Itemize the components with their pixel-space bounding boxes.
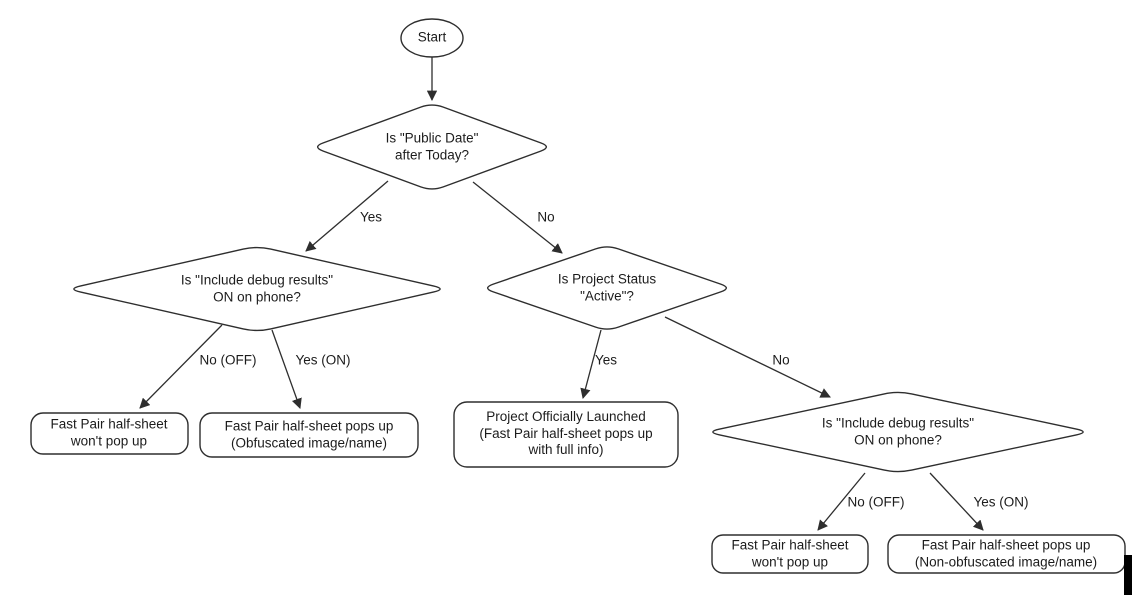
decision-debug-right-label: Is "Include debug results" ON on phone? [821,415,975,447]
outcome-obfuscated-shape [199,412,419,458]
outcome-no-popup-left-shape [30,412,189,455]
start-terminator-shape [400,18,464,58]
edge-debug-right-no [817,472,866,531]
decision-debug-right-shape [712,391,1084,473]
decision-public-date-label: Is "Public Date" after Today? [385,130,479,162]
decision-project-status-label: Is Project Status "Active"? [557,271,657,303]
edge-public-date-no [472,181,563,254]
outcome-no-popup-right-label: Fast Pair half-sheet won't pop up [731,537,849,569]
outcome-launched-label: Project Officially Launched (Fast Pair h… [479,408,653,458]
edge-label-debug-left-yes: Yes (ON) [295,352,351,368]
outcome-no-popup-right-shape [711,534,869,574]
edge-label-project-status-yes: Yes [594,352,618,368]
edge-label-debug-right-yes: Yes (ON) [973,494,1029,510]
edge-project-status-no [664,316,831,398]
outcome-launched-shape [453,401,679,468]
outcome-non-obfuscated-label: Fast Pair half-sheet pops up (Non-obfusc… [914,537,1098,569]
outcome-obfuscated-label: Fast Pair half-sheet pops up (Obfuscated… [224,418,394,450]
edge-public-date-yes [305,180,389,252]
outcome-non-obfuscated-shape [887,534,1126,574]
edge-label-public-date-no: No [537,209,555,225]
text-cursor [1124,555,1132,595]
decision-debug-left-shape [73,246,441,332]
edge-debug-left-yes [271,329,302,409]
edge-label-debug-right-no: No (OFF) [847,494,905,510]
edge-label-project-status-no: No [772,352,790,368]
edge-project-status-yes [580,329,602,400]
outcome-no-popup-left-label: Fast Pair half-sheet won't pop up [50,416,168,448]
decision-project-status-shape [486,246,728,330]
start-label: Start [417,29,447,45]
edge-label-debug-left-no: No (OFF) [199,352,257,368]
edge-label-public-date-yes: Yes [359,209,383,225]
edge-debug-left-no [139,324,223,409]
decision-debug-left-label: Is "Include debug results" ON on phone? [180,272,334,304]
decision-public-date-shape [316,104,548,190]
edge-debug-right-yes [929,472,984,531]
